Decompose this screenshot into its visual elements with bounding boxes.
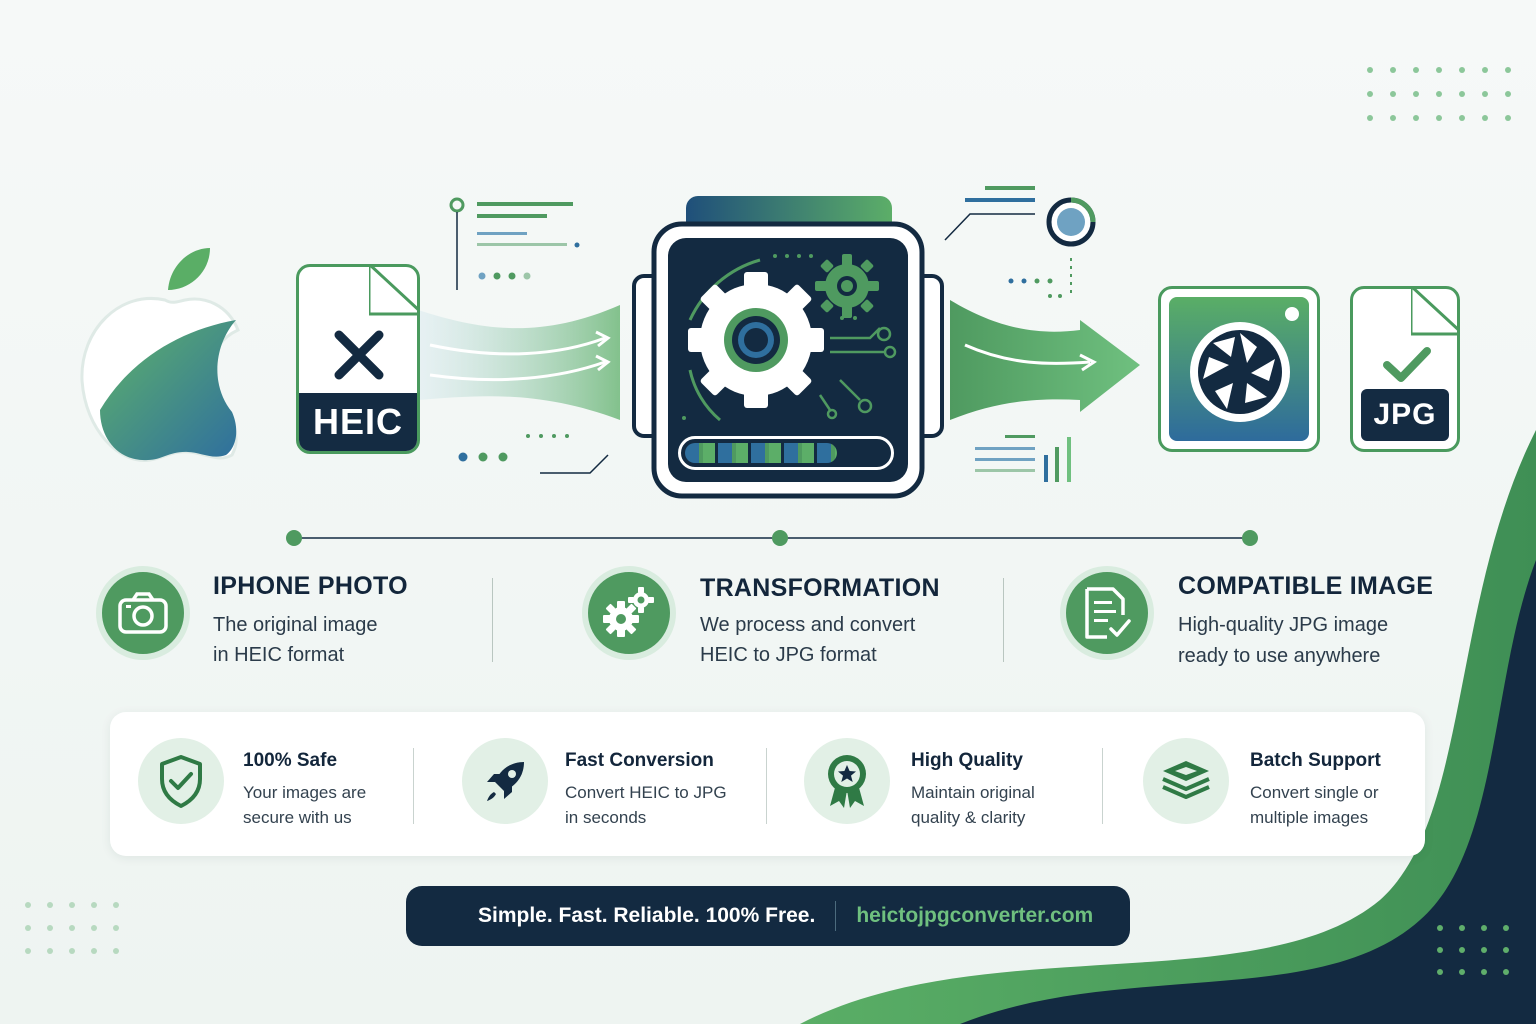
feature-desc-safe-line2: secure with us bbox=[243, 808, 352, 827]
feature-desc-safe-line1: Your images are bbox=[243, 783, 367, 802]
step-desc-compatible-image-line1: High-quality JPG image bbox=[1178, 614, 1389, 636]
ui-snippet-bottom-right bbox=[975, 435, 1071, 482]
step-divider bbox=[492, 578, 493, 662]
dot-grid-bottom-right bbox=[1437, 925, 1509, 975]
photo-dot bbox=[1285, 307, 1299, 321]
feature-title-batch: Batch Support bbox=[1250, 750, 1381, 771]
feature-title-safe: 100% Safe bbox=[243, 750, 338, 771]
step-desc-compatible-image-line2: ready to use anywhere bbox=[1178, 645, 1381, 667]
feature-desc-batch-line1: Convert single or bbox=[1250, 783, 1379, 802]
converter-machine bbox=[632, 196, 944, 499]
incoming-data-stream bbox=[418, 305, 620, 420]
feature-desc-quality-line1: Maintain original bbox=[911, 783, 1035, 802]
feature-title-quality: High Quality bbox=[911, 750, 1023, 771]
footer-separator bbox=[835, 901, 837, 931]
ui-snippet-bottom-left bbox=[458, 434, 609, 474]
photo-card bbox=[1158, 286, 1320, 452]
apple-logo-icon bbox=[80, 248, 240, 462]
step-icon-iphone-photo bbox=[96, 566, 190, 660]
file-fold-icon bbox=[1411, 289, 1457, 336]
step-icon-compatible-image bbox=[1060, 566, 1154, 660]
step-title-iphone-photo: IPHONE PHOTO bbox=[213, 572, 408, 600]
jpg-file-card: JPG bbox=[1350, 286, 1460, 452]
step-desc-transformation-line1: We process and convert bbox=[700, 614, 916, 636]
file-fold-icon bbox=[369, 267, 417, 316]
heic-label: HEIC bbox=[299, 393, 417, 451]
camera-icon bbox=[118, 592, 168, 634]
small-gear-icon bbox=[815, 254, 879, 318]
heic-file-card: HEIC bbox=[296, 264, 420, 454]
footer-tagline: Simple. Fast. Reliable. 100% Free. bbox=[478, 904, 816, 927]
ui-snippet-top-left bbox=[449, 197, 580, 290]
feature-divider bbox=[1102, 748, 1103, 824]
corner-wave bbox=[800, 430, 1536, 1024]
camera-shutter-icon bbox=[1190, 322, 1290, 422]
footer-website-link[interactable]: heictojpgconverter.com bbox=[856, 904, 1094, 927]
document-check-icon bbox=[1085, 587, 1131, 639]
layers-icon bbox=[1162, 761, 1210, 799]
rocket-icon bbox=[487, 762, 524, 801]
award-ribbon-icon bbox=[828, 755, 866, 808]
step-title-transformation: TRANSFORMATION bbox=[700, 574, 940, 602]
step-desc-iphone-photo-line2: in HEIC format bbox=[213, 644, 345, 666]
dot-grid-top-right bbox=[1367, 67, 1511, 121]
gears-icon bbox=[603, 587, 654, 637]
feature-desc-quality-line2: quality & clarity bbox=[911, 808, 1026, 827]
feature-title-fast: Fast Conversion bbox=[565, 750, 714, 771]
feature-desc-fast-line1: Convert HEIC to JPG bbox=[565, 783, 727, 802]
progress-fill bbox=[685, 443, 837, 463]
feature-divider bbox=[413, 748, 414, 824]
feature-divider bbox=[766, 748, 767, 824]
step-title-compatible-image: COMPATIBLE IMAGE bbox=[1178, 572, 1434, 600]
feature-icon-safe bbox=[138, 738, 224, 824]
outgoing-arrow bbox=[950, 300, 1140, 420]
step-divider bbox=[1003, 578, 1004, 662]
feature-icon-fast bbox=[462, 738, 548, 824]
feature-icon-batch bbox=[1143, 738, 1229, 824]
photo-frame bbox=[1169, 297, 1309, 441]
step-desc-transformation-line2: HEIC to JPG format bbox=[700, 644, 877, 666]
feature-desc-fast-line2: in seconds bbox=[565, 808, 647, 827]
step-icon-transformation bbox=[582, 566, 676, 660]
jpg-label: JPG bbox=[1361, 389, 1449, 441]
shield-check-icon bbox=[160, 755, 202, 808]
footer-banner: Simple. Fast. Reliable. 100% Free. heict… bbox=[406, 886, 1130, 946]
dot-grid-bottom-left bbox=[25, 902, 119, 954]
process-timeline bbox=[286, 530, 1258, 546]
close-x-icon bbox=[334, 330, 384, 380]
feature-icon-quality bbox=[804, 738, 890, 824]
step-desc-iphone-photo-line1: The original image bbox=[213, 614, 378, 636]
feature-desc-batch-line2: multiple images bbox=[1250, 808, 1369, 827]
checkmark-icon bbox=[1383, 347, 1431, 382]
big-gear-icon bbox=[688, 272, 824, 408]
ui-snippet-top-right bbox=[944, 186, 1096, 298]
conversion-progress-bar bbox=[678, 436, 894, 470]
